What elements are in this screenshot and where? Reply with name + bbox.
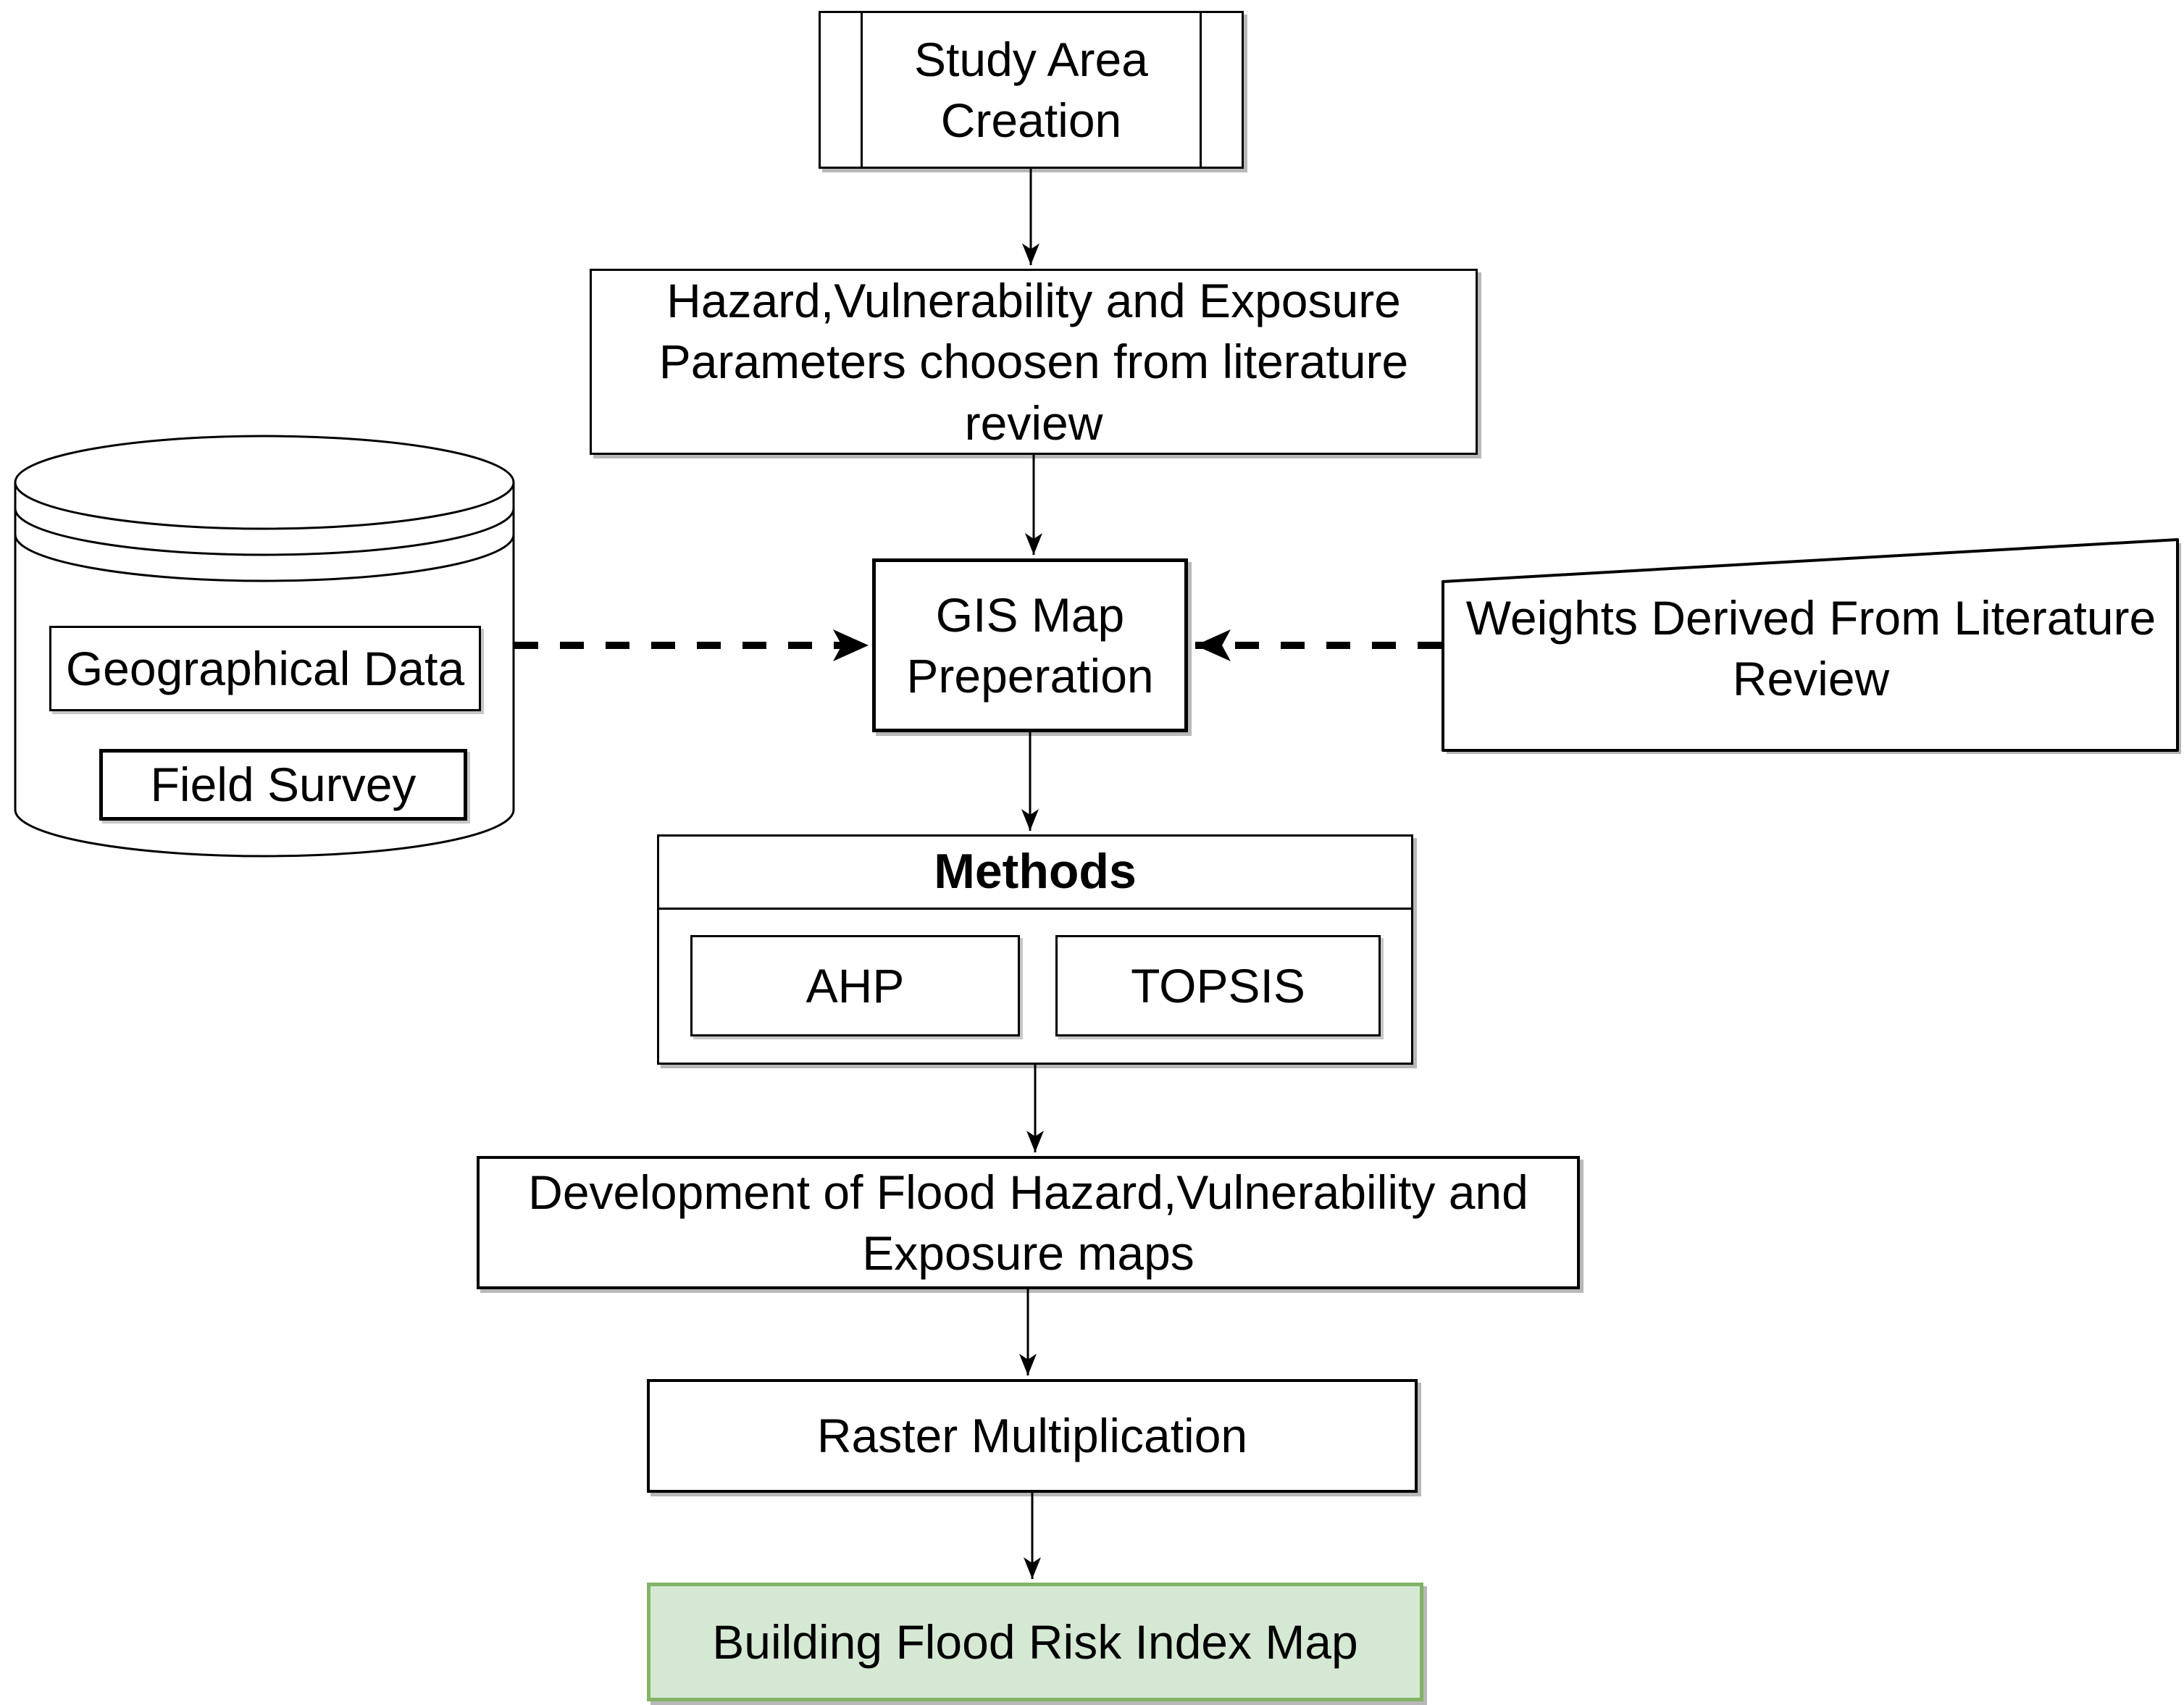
topsis-label: TOPSIS — [1131, 958, 1305, 1013]
result-label: Building Flood Risk Index Map — [712, 1614, 1358, 1669]
predefined-process-bar-right — [1200, 13, 1202, 167]
methods-body: AHP TOPSIS — [659, 910, 1411, 1065]
node-building-flood-risk-index-map: Building Flood Risk Index Map — [647, 1583, 1423, 1701]
gis-label: GIS Map Preperation — [906, 587, 1154, 703]
methods-label: Methods — [934, 844, 1137, 900]
ahp-label: AHP — [806, 958, 905, 1013]
predefined-process-bar-left — [861, 13, 863, 167]
node-study-area: Study Area Creation — [819, 11, 1244, 169]
raster-label: Raster Multiplication — [816, 1409, 1248, 1463]
node-geographical-data: Geographical Data — [49, 626, 481, 711]
weights-shape — [1442, 538, 2181, 754]
node-topsis: TOPSIS — [1055, 935, 1381, 1036]
weights-label: Weights Derived From Literature Review — [1465, 590, 2156, 705]
node-methods-group: Methods AHP TOPSIS — [657, 834, 1413, 1065]
node-raster-multiplication: Raster Multiplication — [647, 1379, 1418, 1493]
node-weights-label: Weights Derived From Literature Review — [1449, 550, 2173, 746]
parameters-label: Hazard,Vulnerability and Exposure Parame… — [658, 273, 1409, 450]
study-area-label: Study Area Creation — [914, 32, 1148, 147]
node-ahp: AHP — [690, 935, 1020, 1036]
geographical-data-label: Geographical Data — [65, 641, 465, 695]
node-development-maps: Development of Flood Hazard,Vulnerabilit… — [477, 1156, 1580, 1289]
node-gis-map-preparation: GIS Map Preperation — [872, 558, 1188, 732]
field-survey-label: Field Survey — [150, 758, 417, 812]
methods-header: Methods — [659, 837, 1411, 910]
development-label: Development of Flood Hazard,Vulnerabilit… — [528, 1165, 1528, 1280]
node-field-survey: Field Survey — [99, 749, 467, 821]
node-parameters: Hazard,Vulnerability and Exposure Parame… — [590, 269, 1478, 455]
